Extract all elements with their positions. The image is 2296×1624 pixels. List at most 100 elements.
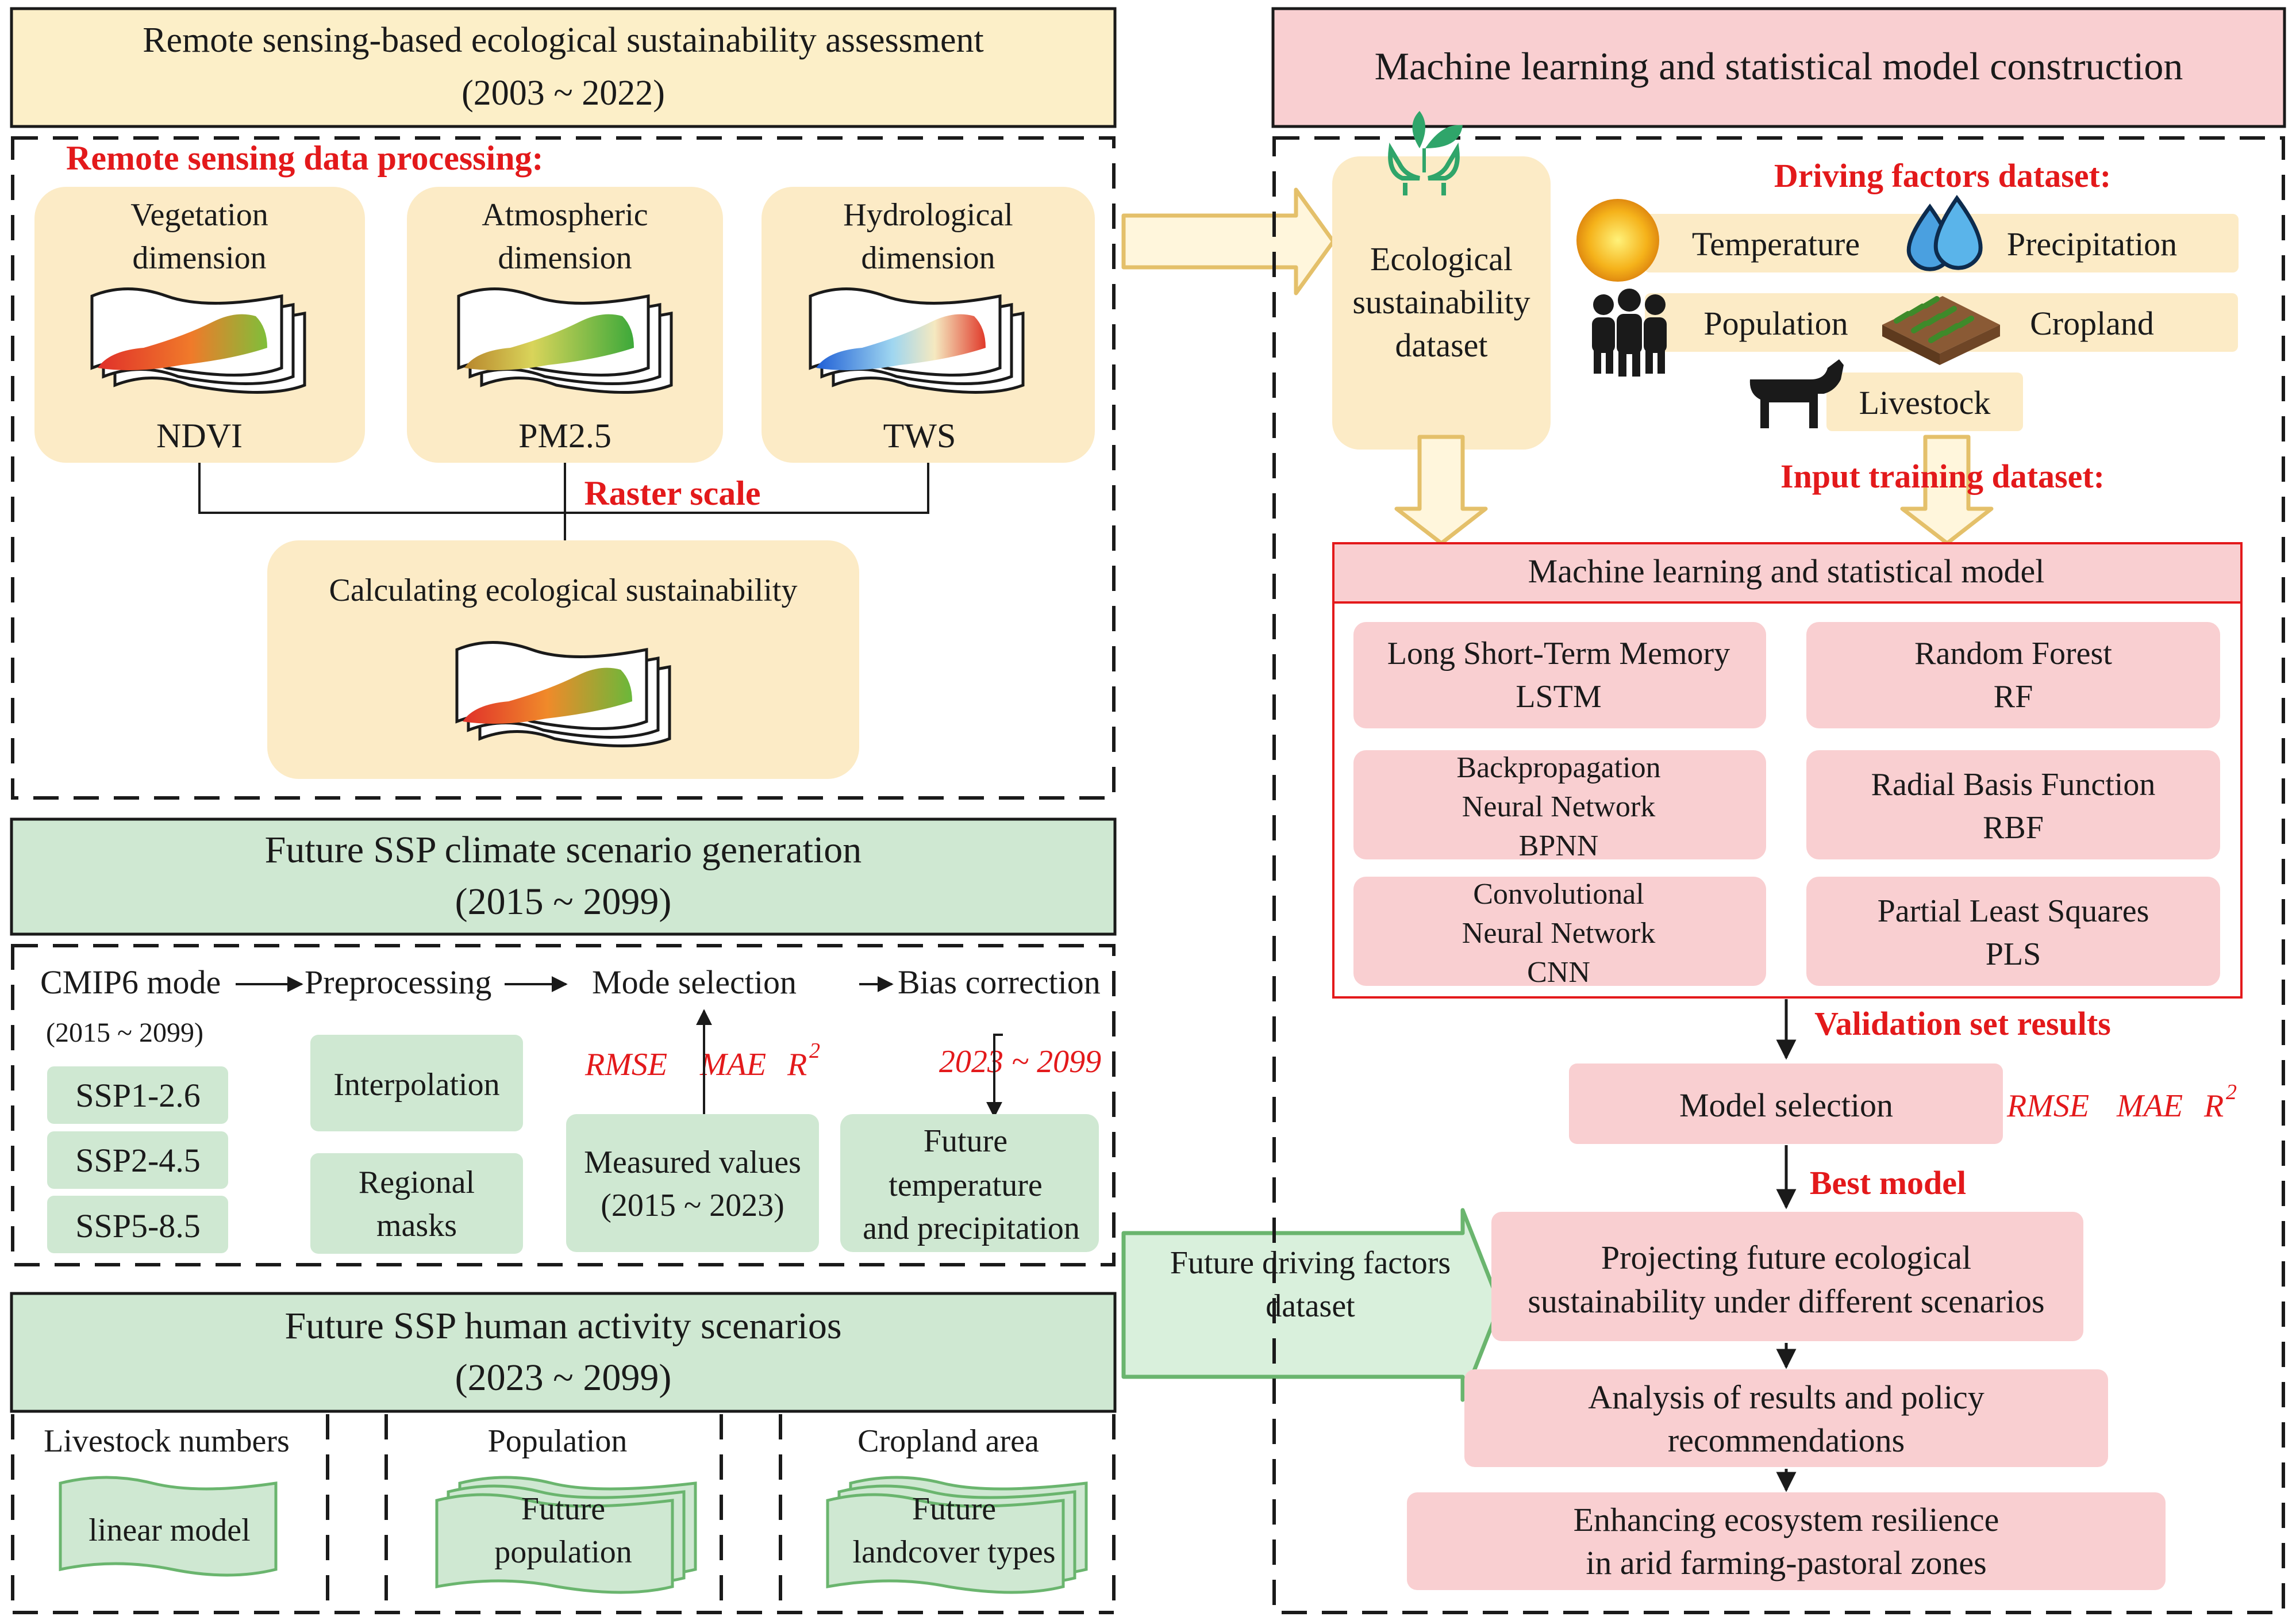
factor-cropland: Cropland — [2030, 305, 2154, 342]
model-selection-label: Model selection — [1679, 1086, 1893, 1124]
climate-mae: MAE — [699, 1047, 766, 1082]
climate-r: R — [787, 1047, 807, 1082]
factor-livestock: Livestock — [1859, 384, 1991, 421]
pm25-map-stack — [457, 287, 673, 394]
climate-scenario-section: Future SSP climate scenario generation (… — [10, 817, 1117, 1266]
rbf-box — [1806, 750, 2220, 859]
calculation-map-stack — [455, 641, 671, 747]
regional-masks-box — [310, 1153, 523, 1254]
future-population-line2: population — [494, 1534, 632, 1570]
future-climate-line2: temperature — [889, 1168, 1042, 1203]
tws-map-stack — [809, 287, 1025, 394]
ml-r-sup: 2 — [2226, 1080, 2237, 1104]
pls-line1: Partial Least Squares — [1878, 893, 2149, 929]
factor-temperature: Temperature — [1692, 225, 1860, 263]
climate-r-sup: 2 — [809, 1039, 820, 1063]
rf-box — [1806, 622, 2220, 728]
rbf-line2: RBF — [1983, 810, 2044, 846]
enhancing-line2: in arid farming-pastoral zones — [1586, 1544, 1986, 1581]
human-activity-section: Future SSP human activity scenarios (202… — [10, 1292, 1117, 1614]
climate-years: (2015 ~ 2099) — [455, 881, 672, 923]
climate-rmse: RMSE — [584, 1047, 667, 1082]
future-population-line1: Future — [521, 1491, 605, 1527]
remote-sensing-title: Remote sensing-based ecological sustaina… — [143, 21, 984, 60]
ml-header — [1271, 7, 2286, 128]
rf-line2: RF — [1994, 679, 2033, 715]
measured-years: (2015 ~ 2023) — [601, 1188, 784, 1223]
ml-dashed-frame — [1272, 136, 2285, 1614]
sun-icon — [1576, 199, 1659, 282]
projecting-line1: Projecting future ecological — [1601, 1239, 1971, 1276]
linear-model-shape — [59, 1476, 278, 1577]
people-icon — [1592, 289, 1667, 377]
measured-label: Measured values — [584, 1145, 801, 1180]
regional-label: Regional — [359, 1165, 475, 1200]
remote-sensing-header — [10, 7, 1117, 128]
cmip-years: (2015 ~ 2099) — [46, 1018, 203, 1048]
ssp5-label: SSP5-8.5 — [75, 1207, 201, 1245]
future-driving-line2: dataset — [1266, 1288, 1355, 1324]
remote-sensing-dashed-frame — [11, 136, 1116, 800]
raster-scale-label: Raster scale — [584, 474, 760, 512]
projecting-line2: sustainability under different scenarios — [1528, 1283, 2044, 1320]
ml-models-title: Machine learning and statistical model — [1528, 552, 2045, 590]
livestock-bg — [1826, 373, 2023, 431]
bpnn-line2: Neural Network — [1462, 790, 1655, 823]
factors-input-arrow — [1900, 435, 1994, 546]
bpnn-line3: BPNN — [1519, 830, 1599, 862]
validation-label: Validation set results — [1814, 1005, 2111, 1042]
ml-rmse: RMSE — [2006, 1088, 2089, 1124]
bpnn-line1: Backpropagation — [1456, 751, 1660, 784]
flow-cmip6: CMIP6 mode — [40, 963, 221, 1001]
pls-box — [1806, 877, 2220, 986]
rf-line1: Random Forest — [1914, 636, 2112, 671]
future-population-stack — [435, 1476, 697, 1594]
interpolation-label: Interpolation — [333, 1067, 499, 1103]
water-drops-icon — [1906, 194, 1983, 271]
ml-mae: MAE — [2116, 1088, 2183, 1124]
cow-icon — [1749, 359, 1844, 428]
flow-bias-correction: Bias correction — [898, 963, 1101, 1001]
ml-models-header — [1332, 542, 2243, 604]
eco-dataset-line2: sustainability — [1352, 283, 1530, 321]
model-selection-box — [1569, 1064, 2003, 1144]
ssp2-box — [47, 1131, 228, 1189]
green-transfer-arrow — [1121, 1208, 1502, 1402]
cnn-line3: CNN — [1527, 956, 1590, 989]
hydrological-dimension: dimension — [861, 240, 995, 276]
future-climate-line1: Future — [924, 1123, 1007, 1159]
lstm-line1: Long Short-Term Memory — [1387, 636, 1730, 671]
future-landcover-stack — [826, 1476, 1088, 1594]
factor-precipitation: Precipitation — [2007, 225, 2177, 263]
linear-model-label: linear model — [89, 1512, 250, 1548]
ssp1-box — [47, 1066, 228, 1124]
climate-title: Future SSP climate scenario generation — [265, 829, 862, 871]
human-header — [10, 1292, 1117, 1413]
eco-dataset-line1: Ecological — [1370, 240, 1513, 278]
masks-label: masks — [376, 1208, 457, 1243]
enhancing-line1: Enhancing ecosystem resilience — [1574, 1501, 1999, 1538]
cropland-icon — [1882, 296, 2000, 365]
lstm-line2: LSTM — [1516, 679, 1601, 715]
climate-header — [10, 817, 1117, 936]
ml-section: Machine learning and statistical model c… — [1271, 7, 2286, 1614]
climate-metrics: RMSE MAE R 2 — [584, 1039, 820, 1082]
ssp5-box — [47, 1196, 228, 1253]
pm25-label: PM2.5 — [518, 417, 612, 455]
best-model-label: Best model — [1810, 1164, 1966, 1201]
climate-dashed-frame — [11, 944, 1116, 1266]
lstm-box — [1353, 622, 1766, 728]
yellow-transfer-arrow — [1121, 187, 1336, 295]
eco-dataset-box — [1332, 156, 1551, 450]
analysis-line1: Analysis of results and policy — [1588, 1379, 1984, 1416]
vegetation-name: Vegetation — [130, 197, 268, 233]
tws-label: TWS — [883, 417, 956, 455]
atmospheric-name: Atmospheric — [482, 197, 648, 233]
ml-title: Machine learning and statistical model c… — [1375, 44, 2183, 88]
population-label: Population — [488, 1423, 628, 1459]
processing-label: Remote sensing data processing: — [66, 139, 544, 177]
bias-down-arrow — [986, 1034, 1003, 1118]
analysis-line2: recommendations — [1668, 1422, 1905, 1459]
future-driving-line1: Future driving factors — [1170, 1245, 1451, 1281]
